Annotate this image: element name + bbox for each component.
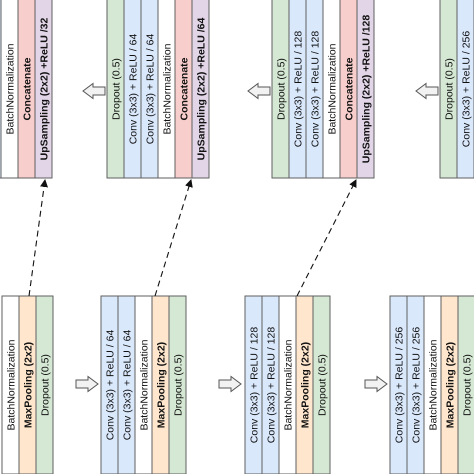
decoder-path: Conv (3x3) + ReLU / 32BatchNormalization…	[0, 0, 474, 179]
layer-label: BatchNormalization	[327, 43, 339, 134]
layer-box-dropout-0-5	[457, 295, 474, 474]
layer-label: Conv (3x3) + ReLU / 64	[128, 34, 140, 145]
layer-box-upsampling-2x2-relu-64	[191, 0, 210, 179]
flow-arrow-right-icon	[75, 375, 99, 393]
skip-connections	[28, 179, 357, 297]
flow-arrow-right-icon	[364, 375, 388, 393]
encoder-path: BatchNormalization MaxPooling (2x2) Dropou…	[1, 295, 474, 474]
flow-arrows	[75, 82, 439, 393]
layer-label: UpSampling (2x2) +ReLU /64	[196, 18, 208, 161]
layer-label: Conv (3x3) + ReLU / 256	[394, 327, 406, 444]
layer-label: Conv (3x3) + ReLU / 128	[293, 31, 305, 148]
skip-connection-arrow	[154, 179, 193, 297]
layer-label: Dropout (0.5)	[317, 354, 329, 416]
layer-label: MaxPooling (2x2)	[445, 342, 457, 428]
layer-label: Conv (3x3) + ReLU / 128	[310, 31, 322, 148]
encoder-block: Conv (3x3) + ReLU / 128 Conv (3x3) + ReLU…	[244, 295, 331, 474]
layer-label: Dropout (0.5)	[276, 58, 288, 120]
layer-box-upsampling-2x2-relu-128	[356, 0, 375, 179]
layer-label: Dropout (0.5)	[40, 354, 52, 416]
encoder-block: Conv (3x3) + ReLU / 64 Conv (3x3) + ReLU …	[100, 295, 187, 474]
layer-label: BatchNormalization	[139, 339, 151, 430]
layer-label: Conv (3x3) + ReLU / 128	[249, 327, 261, 444]
layer-label: BatchNormalization	[6, 339, 18, 430]
decoder-block: Dropout (0.5) Conv (3x3) + ReLU / 128 Conv…	[271, 0, 375, 179]
layer-label: UpSampling (2x2) +ReLU /32	[39, 18, 51, 161]
flow-arrow-left-icon	[82, 82, 106, 100]
layer-label: Concatenate	[344, 57, 356, 120]
layer-label: Concatenate	[179, 57, 191, 120]
layer-label: Conv (3x3) + ReLU / 64	[105, 330, 117, 441]
layer-label: Conv (3x3) + ReLU / 64	[122, 330, 134, 441]
layer-label: Conv (3x3) + ReLU / 256	[411, 327, 423, 444]
layer-label: MaxPooling (2x2)	[156, 342, 168, 428]
layer-label: BatchNormalization	[283, 339, 295, 430]
layer-label: Conv (3x3) + ReLU / 128	[266, 327, 278, 444]
layer-box-dropout-0-5	[312, 295, 331, 474]
decoder-block: Conv (3x3) + ReLU / 32BatchNormalization…	[0, 0, 53, 179]
layer-box-upsampling-2x2-relu-32	[34, 0, 53, 179]
layer-label: BatchNormalization	[428, 339, 440, 430]
decoder-block: Dropout (0.5) Conv (3x3) + ReLU / 64 Conv …	[106, 0, 210, 179]
layer-label: Dropout (0.5)	[462, 354, 474, 416]
flow-arrow-left-icon	[415, 82, 439, 100]
layer-label: MaxPooling (2x2)	[300, 342, 312, 428]
encoder-block: Conv (3x3) + ReLU / 256 Conv (3x3) + ReLU…	[389, 295, 474, 474]
layer-label: Dropout (0.5)	[173, 354, 185, 416]
skip-connection-arrow	[296, 179, 357, 297]
layer-label: Conv (3x3) + ReLU / 64	[145, 34, 157, 145]
layer-label: Dropout (0.5)	[111, 58, 123, 120]
flow-arrow-right-icon	[218, 375, 242, 393]
layer-label: MaxPooling (2x2)	[23, 342, 35, 428]
encoder-block: BatchNormalization MaxPooling (2x2) Dropou…	[1, 295, 54, 474]
decoder-block: Dropout (0.5) Conv (3x3) + ReLU / 256	[439, 0, 474, 179]
layer-box-dropout-0-5	[168, 295, 187, 474]
layer-box-dropout-0-5	[35, 295, 54, 474]
layer-label: BatchNormalization	[5, 43, 17, 134]
layer-label: BatchNormalization	[162, 43, 174, 134]
layer-label: Concatenate	[22, 57, 34, 120]
layer-label: Conv (3x3) + ReLU / 256	[461, 31, 473, 148]
layer-label: Dropout (0.5)	[444, 58, 456, 120]
layer-label: UpSampling (2x2) +ReLU /128	[361, 15, 373, 164]
layer-box-conv-3x3-relu-256	[456, 0, 474, 179]
skip-connection-arrow	[28, 179, 49, 297]
flow-arrow-left-icon	[247, 82, 271, 100]
